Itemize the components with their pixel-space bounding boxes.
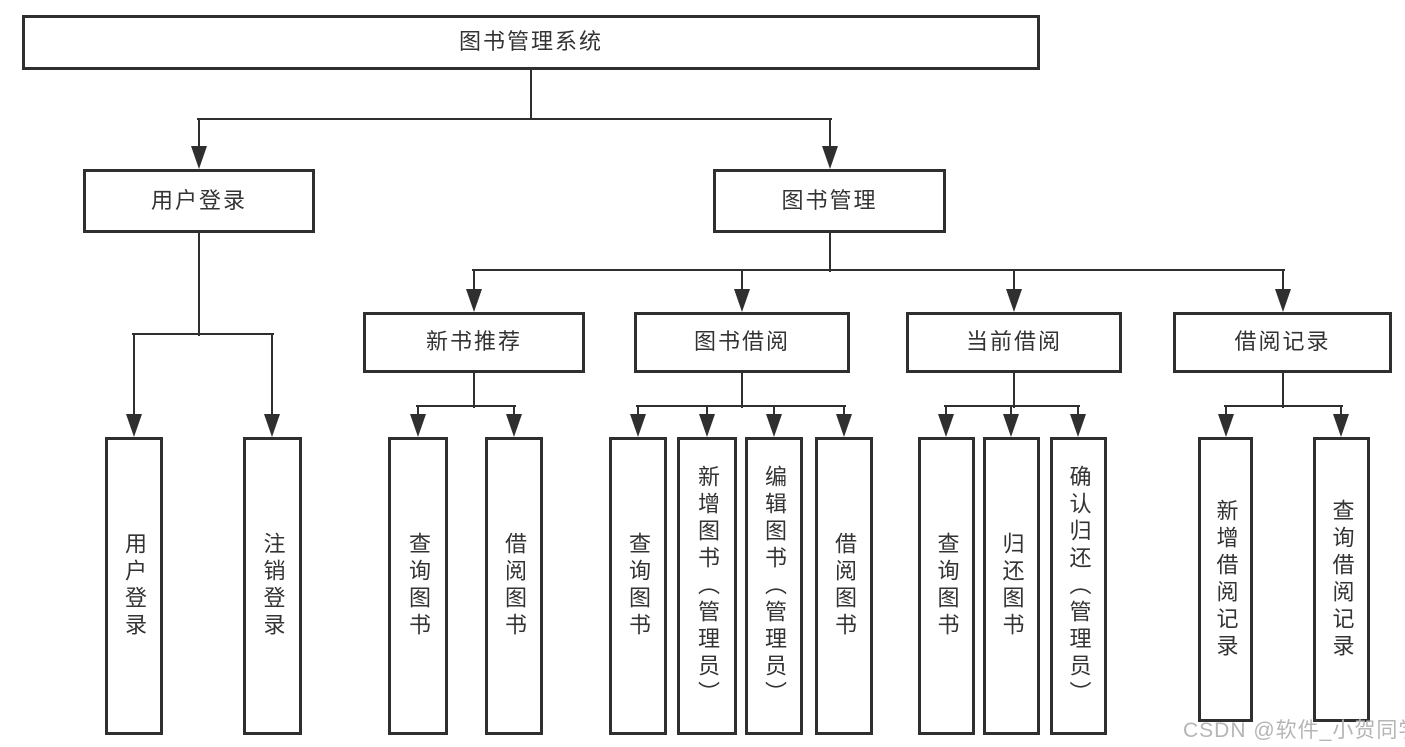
connector-line — [198, 233, 200, 336]
arrowhead-icon — [1006, 289, 1022, 312]
arrowhead-icon — [734, 289, 750, 312]
node-book-management: 图书管理 — [713, 169, 946, 233]
node-label: 借阅图书 — [502, 532, 527, 640]
arrowhead-icon — [699, 414, 715, 437]
node-label: 新增图书（管理员） — [695, 464, 720, 708]
connector-line — [1013, 270, 1015, 291]
node-label: 图书借阅 — [693, 329, 790, 355]
leaf-confirm-return-admin: 确认归还（管理员） — [1050, 437, 1107, 735]
leaf-user-login: 用户登录 — [105, 437, 163, 735]
connector-line — [1010, 406, 1012, 416]
node-borrowing-records: 借阅记录 — [1173, 312, 1392, 373]
connector-line — [741, 270, 743, 291]
connector-line — [944, 405, 1080, 407]
arrowhead-icon — [191, 146, 207, 169]
node-book-borrowing: 图书借阅 — [634, 312, 850, 373]
node-label: 当前借阅 — [965, 329, 1062, 355]
arrowhead-icon — [1333, 414, 1349, 437]
leaf-query-books-borrow: 查询图书 — [609, 437, 667, 735]
arrowhead-icon — [410, 414, 426, 437]
arrowhead-icon — [938, 414, 954, 437]
arrowhead-icon — [766, 414, 782, 437]
node-label: 归还图书 — [999, 532, 1025, 640]
leaf-logout: 注销登录 — [243, 437, 302, 735]
leaf-query-books-current: 查询图书 — [918, 437, 975, 735]
connector-line — [829, 119, 831, 148]
connector-line — [843, 406, 845, 416]
connector-line — [741, 373, 743, 408]
connector-line — [829, 233, 831, 272]
arrowhead-icon — [1218, 414, 1234, 437]
connector-line — [1013, 373, 1015, 408]
leaf-query-books-recommend: 查询图书 — [388, 437, 448, 735]
arrowhead-icon — [126, 414, 142, 437]
connector-line — [636, 405, 846, 407]
node-label: 查询借阅记录 — [1329, 498, 1355, 661]
connector-line — [473, 373, 475, 408]
node-label: 注销登录 — [260, 532, 286, 640]
arrowhead-icon — [1275, 289, 1291, 312]
connector-line — [530, 70, 532, 120]
leaf-borrow-books: 借阅图书 — [815, 437, 873, 735]
arrowhead-icon — [822, 146, 838, 169]
connector-line — [271, 334, 273, 416]
leaf-add-borrow-record: 新增借阅记录 — [1198, 437, 1253, 722]
connector-line — [637, 406, 639, 416]
node-label: 查询图书 — [934, 532, 960, 640]
leaf-edit-book-admin: 编辑图书（管理员） — [745, 437, 803, 735]
node-user-login: 用户登录 — [83, 169, 315, 233]
node-label: 用户登录 — [150, 187, 247, 213]
connector-line — [132, 333, 274, 335]
leaf-borrow-books-recommend: 借阅图书 — [485, 437, 543, 735]
node-label: 借阅图书 — [832, 532, 857, 640]
connector-line — [473, 270, 475, 291]
connector-line — [1340, 406, 1342, 416]
connector-line — [1282, 373, 1284, 408]
leaf-return-book: 归还图书 — [983, 437, 1040, 735]
arrowhead-icon — [506, 414, 522, 437]
node-label: 查询图书 — [626, 532, 651, 640]
arrowhead-icon — [264, 414, 280, 437]
node-label: 新增借阅记录 — [1213, 498, 1239, 661]
connector-line — [198, 119, 200, 148]
node-label: 查询图书 — [406, 532, 431, 640]
connector-line — [417, 406, 419, 416]
connector-line — [197, 118, 832, 120]
node-label: 新书推荐 — [425, 329, 522, 355]
arrowhead-icon — [630, 414, 646, 437]
connector-line — [1224, 405, 1343, 407]
arrowhead-icon — [1070, 414, 1086, 437]
node-label: 图书管理 — [781, 187, 878, 213]
connector-line — [133, 334, 135, 416]
node-label: 确认归还（管理员） — [1066, 464, 1092, 708]
node-new-book-recommendation: 新书推荐 — [363, 312, 585, 373]
node-label: 图书管理系统 — [458, 29, 603, 55]
arrowhead-icon — [466, 289, 482, 312]
connector-line — [706, 406, 708, 416]
node-label: 编辑图书（管理员） — [762, 464, 787, 708]
connector-line — [945, 406, 947, 416]
connector-line — [513, 406, 515, 416]
connector-line — [472, 269, 1285, 271]
node-label: 借阅记录 — [1234, 329, 1331, 355]
watermark: CSDN @软件_小贺同学 — [1183, 719, 1405, 742]
node-label: 用户登录 — [122, 532, 147, 640]
connector-line — [1225, 406, 1227, 416]
leaf-add-book-admin: 新增图书（管理员） — [677, 437, 737, 735]
connector-line — [416, 405, 516, 407]
connector-line — [773, 406, 775, 416]
leaf-query-borrow-record: 查询借阅记录 — [1313, 437, 1370, 722]
connector-line — [1282, 270, 1284, 291]
node-book-management-system: 图书管理系统 — [22, 15, 1040, 70]
arrowhead-icon — [1003, 414, 1019, 437]
arrowhead-icon — [836, 414, 852, 437]
node-current-borrowing: 当前借阅 — [906, 312, 1122, 373]
connector-line — [1077, 406, 1079, 416]
